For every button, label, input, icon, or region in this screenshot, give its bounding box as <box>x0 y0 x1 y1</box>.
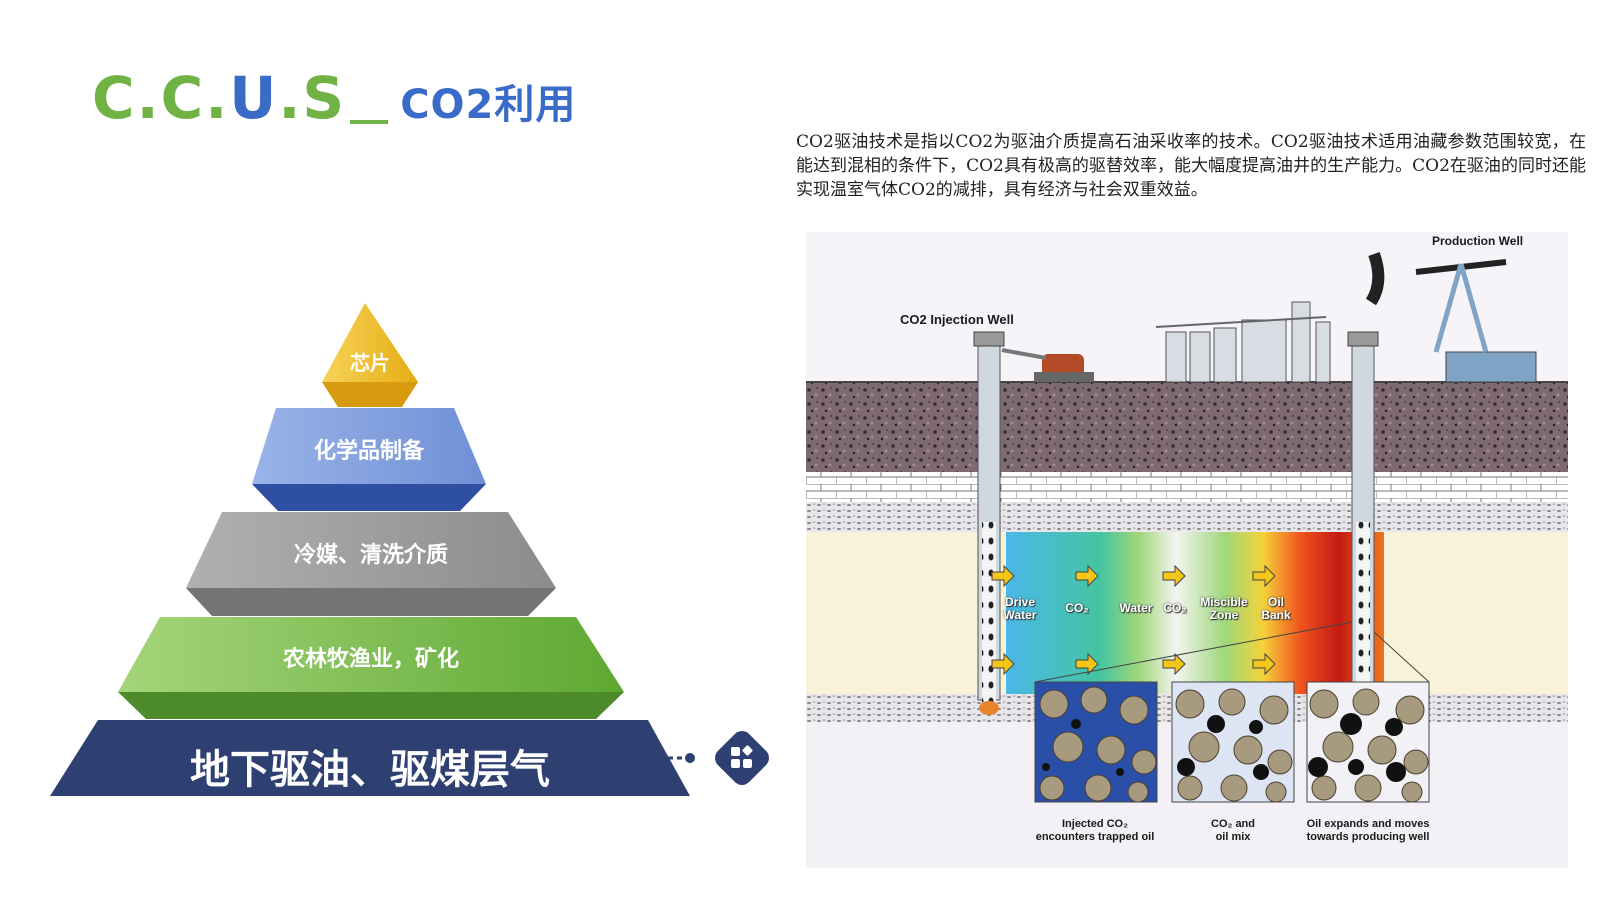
zone-label-miscible: Miscible Zone <box>1200 595 1248 622</box>
pyramid-level-3-base <box>186 588 556 616</box>
pyramid-level-3-label: 冷媒、清洗介质 <box>293 543 448 568</box>
production-well-label: Production Well <box>1432 234 1524 248</box>
apps-icon[interactable] <box>709 725 775 791</box>
pyramid-level-1-shape <box>322 303 418 382</box>
zone-label-co2-a: CO₂ <box>1065 601 1089 615</box>
pyramid-level-3-shape <box>186 512 556 588</box>
pyramid-graphic <box>50 303 695 796</box>
pyramid-level-4-base <box>118 692 624 719</box>
pyramid-level-5-shape <box>50 720 690 796</box>
pyramid-level-2-base <box>252 484 486 511</box>
pyramid-level-2-shape <box>252 408 486 484</box>
title-letter-u: U <box>229 64 279 132</box>
connector-dot <box>685 753 695 763</box>
pyramid-level-1-label: 芯片 <box>350 351 390 375</box>
title-letter-c2: C <box>160 64 206 132</box>
diagram-illustration <box>806 251 1568 868</box>
pyramid-level-2-label: 化学品制备 <box>313 439 424 464</box>
zone-label-water: Water <box>1119 601 1153 615</box>
panel-3-caption: Oil expands and moves towards producing … <box>1306 818 1430 843</box>
zone-label-co2-b: CO₂ <box>1163 601 1187 615</box>
pyramid-level-4-label: 农林牧渔业，矿化 <box>282 647 459 672</box>
zone-label-drive-water: Drive Water <box>1003 595 1037 622</box>
panel-1-caption: Injected CO₂ encounters trapped oil <box>1035 818 1155 843</box>
description-text: CO2驱油技术是指以CO2为驱油介质提高石油采收率的技术。CO2驱油技术适用油藏… <box>796 132 1586 200</box>
title-dot-2: . <box>205 64 230 132</box>
title-dot-1: . <box>136 64 161 132</box>
title-subtitle: CO2利用 <box>400 82 577 128</box>
title-dot-3: . <box>278 64 303 132</box>
pyramid-level-4-shape <box>118 617 624 692</box>
pyramid-level-5-label: 地下驱油、驱煤层气 <box>190 747 550 793</box>
zone-label-oil-bank: Oil Bank <box>1261 595 1291 622</box>
injection-well-label: CO2 Injection Well <box>900 312 1014 327</box>
pyramid-level-1-base <box>322 382 418 407</box>
title-dash <box>350 119 389 124</box>
title-letter-s: S <box>302 64 347 132</box>
panel-2-caption: CO₂ and oil mix <box>1211 818 1255 843</box>
title-letter-c1: C <box>92 64 137 132</box>
pore-panels <box>1034 621 1430 803</box>
co2-eor-diagram: CO2 Injection Well Production Well Drive… <box>806 232 1568 868</box>
